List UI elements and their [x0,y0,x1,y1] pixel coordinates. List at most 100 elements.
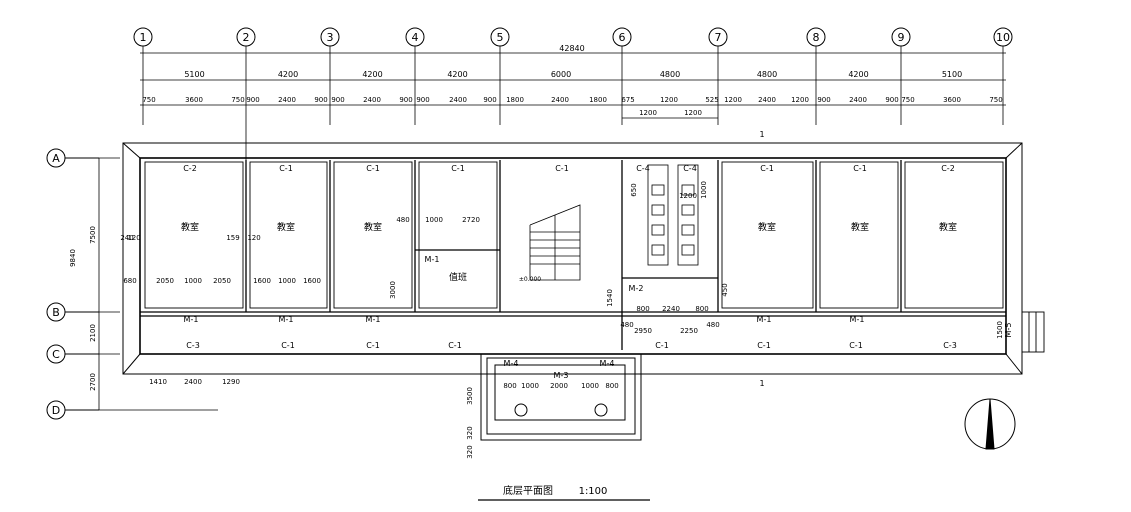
interior-walls [140,160,1006,350]
detail-dimension: 3600 [185,96,203,104]
room-dimension: 480 [706,321,719,329]
room-dimension: 2050 [213,277,231,285]
room-dimension: 800 [636,305,649,313]
room-dimension: 2250 [680,327,698,335]
window-tag-top: C-1 [760,164,774,173]
grid-axis-label: 1 [140,31,147,44]
room-label: 教室 [758,221,776,233]
row-axis-label: D [52,404,60,417]
room-dimension: 240 [120,234,133,242]
bay-dimension: 4800 [660,70,680,79]
room-dimension: 1540 [606,289,614,307]
bay-dimension: 5100 [942,70,962,79]
section-mark: 1 [759,379,764,388]
room-label: 教室 [277,221,295,233]
detail-dimension: 900 [314,96,327,104]
bay-dimension: 4200 [278,70,298,79]
door-tag: M-3 [554,371,569,380]
office-label: 值班 [449,271,467,283]
window-tag-bottom: C-1 [366,341,380,350]
window-tag-bottom: C-1 [655,341,669,350]
room-dimension: 1600 [303,277,321,285]
sub-dimension: 1200 [684,109,702,117]
door-tag: M-4 [504,359,519,368]
room-dimension: 1200 [679,192,697,200]
room-dimension: 2720 [462,216,480,224]
detail-dimension: 675 [621,96,634,104]
grid-axis-lines [142,46,1004,312]
window-tag-bottom: C-1 [281,341,295,350]
entrance-dimension: 800 [503,382,516,390]
detail-dimension: 750 [989,96,1002,104]
room-dimension: 2950 [634,327,652,335]
door-tag: M-1 [279,315,294,324]
room-dimension: 650 [630,183,638,196]
entrance-dimension: 2000 [550,382,568,390]
room-dimension: 1000 [278,277,296,285]
building-outline [122,142,1023,375]
grid-axis-label: 9 [898,31,905,44]
window-tag-top: C-4 [636,164,650,173]
grid-axis-label: 8 [813,31,820,44]
room-dimension: 480 [620,321,633,329]
entrance-dimension: 1000 [581,382,599,390]
bay-dimension: 6000 [551,70,571,79]
window-tag-top: C-2 [941,164,955,173]
window-tag-top: C-1 [853,164,867,173]
door-tag: M-5 [1004,323,1013,338]
grid-axis-label: 3 [327,31,334,44]
room-dimension: 680 [123,277,136,285]
entrance-dimension: 320 [466,445,474,458]
drawing-scale: 1:100 [579,486,608,497]
detail-dimension: 2400 [363,96,381,104]
detail-dimension: 900 [885,96,898,104]
door-tag: M-1 [184,315,199,324]
room-dimension: 480 [396,216,409,224]
detail-dimension: 1800 [506,96,524,104]
room-dimension: 2050 [156,277,174,285]
room-label: 教室 [181,221,199,233]
detail-dimension: 2400 [758,96,776,104]
drawing-title: 底层平面图 [503,484,553,497]
north-arrow [964,398,1016,450]
detail-dimension: 900 [399,96,412,104]
door-tag: M-2 [629,284,644,293]
room-dimension: 120 [247,234,260,242]
window-tag-top: C-1 [451,164,465,173]
grid-axis-label: 2 [243,31,250,44]
room-label: 教室 [851,221,869,233]
door-tag: M-4 [600,359,615,368]
detail-dimension: 1200 [660,96,678,104]
window-tag-top: C-1 [279,164,293,173]
grid-axis-label: 7 [715,31,722,44]
row-axis-label: B [52,306,60,319]
side-steps [1021,311,1045,353]
room-dimension: 159 [226,234,239,242]
stair [529,204,581,281]
entrance-porch [480,353,642,441]
grid-axis-label: 4 [412,31,419,44]
entrance-dimension: 800 [605,382,618,390]
detail-dimension: 2400 [849,96,867,104]
room-dimension: 2240 [662,305,680,313]
detail-dimension: 750 [231,96,244,104]
room-dimension: 1000 [184,277,202,285]
window-tag-bottom: C-3 [943,341,957,350]
detail-dimension: 900 [483,96,496,104]
detail-dimension: 2400 [551,96,569,104]
entrance-dimension: 1000 [521,382,539,390]
room-label: 教室 [364,221,382,233]
grid-axis-label: 6 [619,31,626,44]
row-axis-label: C [52,348,60,361]
detail-dimension: 750 [901,96,914,104]
room-dimension: 120 [127,234,140,242]
door-tag: M-1 [425,255,440,264]
detail-dimension: 750 [142,96,155,104]
window-tag-top: C-2 [183,164,197,173]
room-dimension: 1000 [700,181,708,199]
detail-dimension: 900 [331,96,344,104]
room-dimension: 1000 [425,216,443,224]
bay-dimension: 5100 [184,70,204,79]
